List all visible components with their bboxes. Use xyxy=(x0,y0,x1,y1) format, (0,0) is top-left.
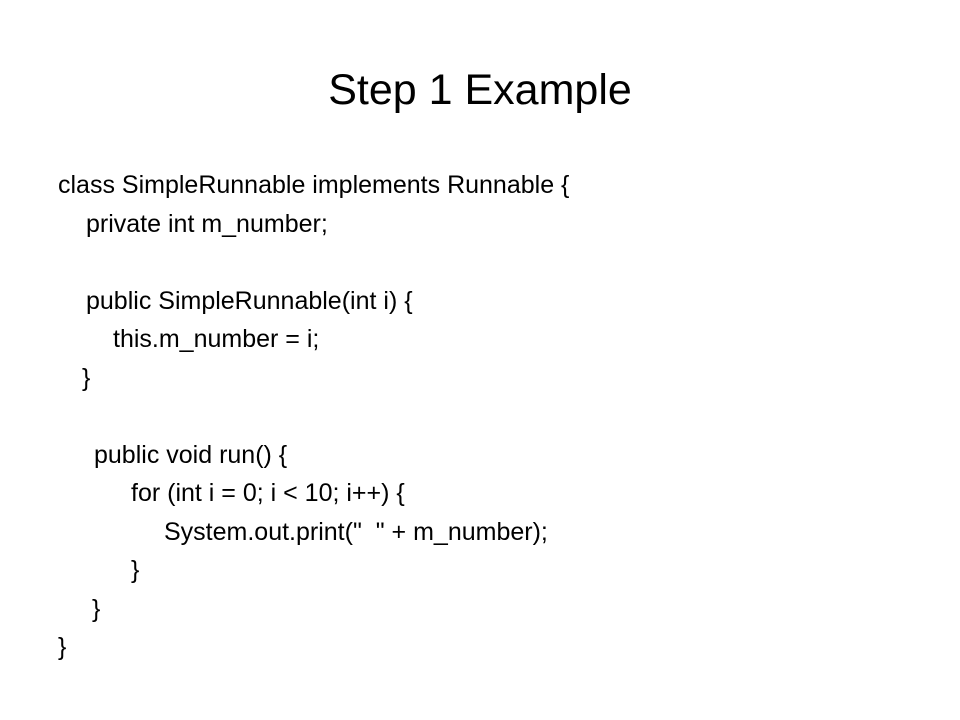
code-line-7 xyxy=(58,397,938,436)
code-block: class SimpleRunnable implements Runnable… xyxy=(58,166,938,667)
code-line-8: public void run() { xyxy=(94,440,288,469)
slide-title: Step 1 Example xyxy=(328,66,632,114)
code-line-9: for (int i = 0; i < 10; i++) { xyxy=(131,479,405,507)
code-line-10: System.out.print(" " + m_number); xyxy=(164,517,548,546)
code-line-5: this.m_number = i; xyxy=(113,325,320,353)
code-line-1: class SimpleRunnable implements Runnable… xyxy=(58,171,570,199)
code-line-3 xyxy=(58,243,938,282)
code-line-13: } xyxy=(58,633,67,661)
code-line-2: private int m_number; xyxy=(86,209,328,238)
code-line-4: public SimpleRunnable(int i) { xyxy=(86,286,413,315)
code-line-12: } xyxy=(92,594,101,623)
code-line-6: } xyxy=(82,363,91,392)
code-line-11: } xyxy=(131,556,140,584)
